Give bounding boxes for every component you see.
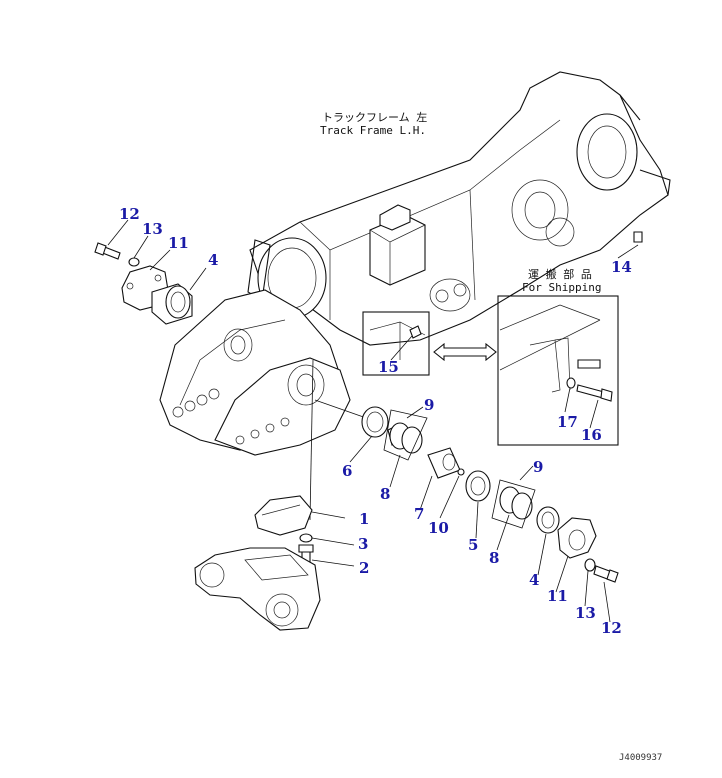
callout-11-right[interactable]: 11 [547,587,568,605]
callout-14[interactable]: 14 [611,258,632,276]
frame-label-jp: トラックフレーム 左 [322,111,427,124]
left-cover-assembly [94,242,193,325]
callout-12-left[interactable]: 12 [119,205,140,223]
callout-4-right[interactable]: 4 [529,571,539,589]
callout-5[interactable]: 5 [468,536,478,554]
callout-10[interactable]: 10 [428,519,449,537]
callout-17[interactable]: 17 [557,413,578,431]
callout-12-right[interactable]: 12 [601,619,622,637]
callout-4-left[interactable]: 4 [208,251,218,269]
callout-9-right[interactable]: 9 [533,458,543,476]
lower-pivot-assembly [194,359,321,631]
frame-label-en: Track Frame L.H. [320,124,426,137]
callout-16[interactable]: 16 [581,426,602,444]
callout-11-left[interactable]: 11 [168,234,189,252]
callout-7[interactable]: 7 [414,505,424,523]
shipping-inset [362,295,619,446]
callout-2[interactable]: 2 [359,559,369,577]
callout-8-right[interactable]: 8 [489,549,499,567]
callout-6[interactable]: 6 [342,462,352,480]
pin-assembly [314,399,619,583]
callout-13-left[interactable]: 13 [142,220,163,238]
drawing-code: J4009937 [619,753,662,763]
callout-8-left[interactable]: 8 [380,485,390,503]
leader-lines [107,219,611,623]
callout-15[interactable]: 15 [378,358,399,376]
shipping-label-jp: 運 搬 部 品 [528,267,592,281]
shipping-label-en: For Shipping [522,281,601,294]
track-frame-drawing [159,71,671,456]
callout-13-right[interactable]: 13 [575,604,596,622]
callout-1[interactable]: 1 [359,510,369,528]
callout-3[interactable]: 3 [358,535,368,553]
callout-9-left[interactable]: 9 [424,396,434,414]
